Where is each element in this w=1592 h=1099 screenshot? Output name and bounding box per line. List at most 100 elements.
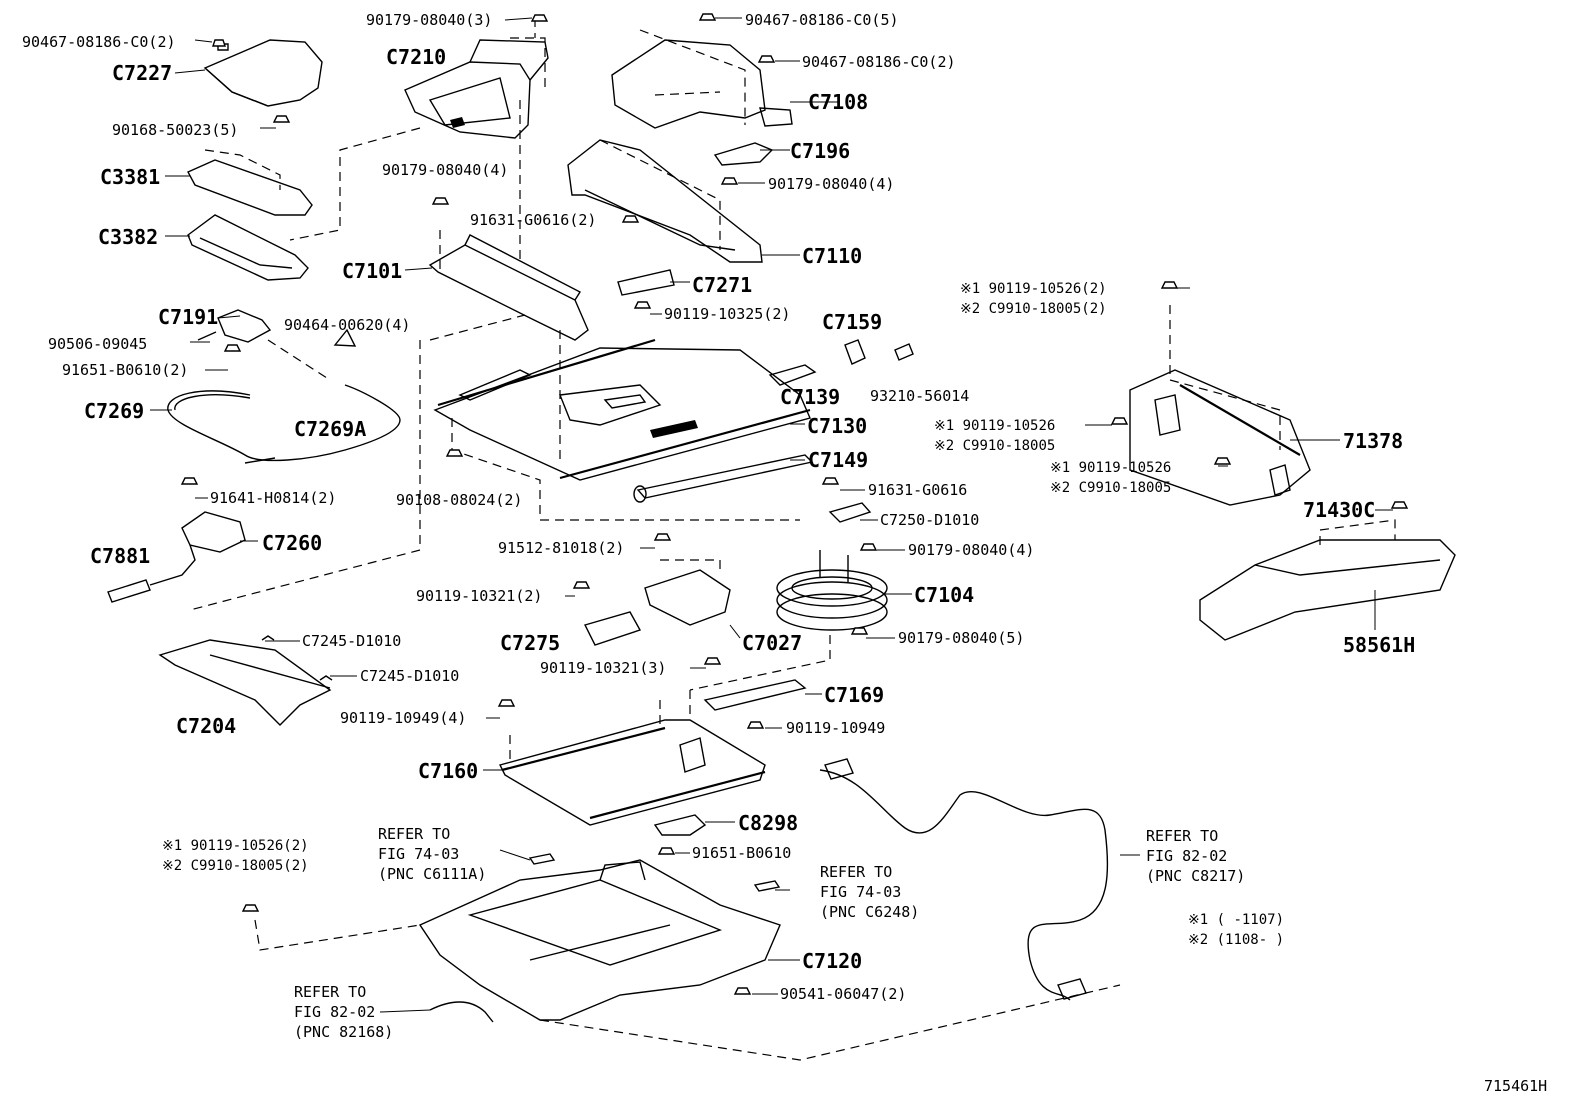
label-90506-09045: 90506-09045: [48, 335, 148, 353]
label-c7160: C7160: [418, 759, 479, 783]
label-c7027: C7027: [742, 631, 803, 655]
part-c7204: [158, 635, 333, 726]
label-c7227: C7227: [112, 61, 173, 85]
label-c7196: C7196: [790, 139, 851, 163]
label-line: (PNC C6248): [820, 903, 920, 921]
refer-to-fig-82-02-c8217[interactable]: REFER TO FIG 82-02 (PNC C8217): [1146, 826, 1245, 886]
label-90179-08040: 90179-08040(4): [382, 161, 509, 179]
part-82168-harness: [429, 1001, 494, 1023]
part-c3381: [187, 149, 313, 216]
part-c3382: [187, 214, 309, 281]
part-c7160: [498, 719, 766, 826]
part-c7227: [203, 39, 323, 107]
footnote-date-ranges: ※1 ( -1107) ※2 (1108- ): [1188, 910, 1284, 950]
label-c7245-d1010: C7245-D1010: [360, 667, 460, 685]
label-90464-00620: 90464-00620(4): [284, 316, 411, 334]
part-c8217-harness: [819, 758, 1109, 1001]
label-91631-g0616: 91631-G0616: [868, 481, 968, 499]
label-91631-g0616: 91631-G0616(2): [470, 211, 597, 229]
label-c7120: C7120: [802, 949, 863, 973]
part-c7269: [167, 384, 401, 464]
label-line: FIG 82-02: [294, 1003, 376, 1021]
label-90179-08040: 90179-08040(4): [768, 175, 895, 193]
part-c7169: [703, 679, 807, 711]
label-line: ※2 C9910-18005(2): [162, 858, 309, 874]
part-c7159: [844, 339, 866, 365]
label-c7260: C7260: [262, 531, 323, 555]
label-90119-10321: 90119-10321(3): [540, 659, 667, 677]
label-90179-08040: 90179-08040(4): [908, 541, 1035, 559]
label-90119-10949: 90119-10949: [786, 719, 886, 737]
label-c7204: C7204: [176, 714, 237, 738]
label-90119-10949: 90119-10949(4): [340, 709, 467, 727]
label-93210-56014: 93210-56014: [870, 387, 970, 405]
label-line: ※1 ( -1107): [1188, 912, 1285, 928]
label-line: ※1 90119-10526(2): [162, 838, 309, 854]
part-71378: [1129, 369, 1311, 506]
part-c7139: [768, 364, 817, 386]
label-90179-08040: 90179-08040(3): [366, 11, 493, 29]
label-line: FIG 74-03: [378, 845, 460, 863]
label-line: REFER TO: [294, 983, 367, 1001]
label-line: REFER TO: [1146, 827, 1219, 845]
label-line: (PNC C8217): [1146, 867, 1246, 885]
label-line: ※2 C9910-18005: [934, 438, 1056, 454]
label-line: REFER TO: [378, 825, 451, 843]
label-line: ※1 90119-10526(2): [960, 281, 1107, 297]
label-90467-08186-c0: 90467-08186-C0(5): [745, 11, 899, 29]
label-alt-bolt-lower-right: ※1 90119-10526 ※2 C9910-18005: [1050, 458, 1171, 498]
label-c7210: C7210: [386, 45, 447, 69]
fastener-bolts: [180, 13, 1409, 995]
label-line: (PNC 82168): [294, 1023, 394, 1041]
label-c7169: C7169: [824, 683, 885, 707]
figure-id: 715461H: [1484, 1077, 1548, 1095]
label-90119-10321: 90119-10321(2): [416, 587, 543, 605]
part-c7130: [433, 338, 811, 481]
label-c7110: C7110: [802, 244, 863, 268]
label-line: ※2 C9910-18005(2): [960, 301, 1107, 317]
part-c7260: [107, 511, 246, 603]
label-c7191: C7191: [158, 305, 219, 329]
refer-to-fig-82-02-82168[interactable]: REFER TO FIG 82-02 (PNC 82168): [294, 982, 393, 1042]
label-c7130: C7130: [807, 414, 868, 438]
part-c7120: [418, 853, 781, 1021]
part-c7101: [428, 230, 589, 341]
label-c7275: C7275: [500, 631, 561, 655]
label-90108-08024: 90108-08024(2): [396, 491, 523, 509]
part-c7108: [611, 29, 793, 129]
refer-to-fig-74-03-c6111a[interactable]: REFER TO FIG 74-03 (PNC C6111A): [378, 824, 486, 884]
label-90168-50023: 90168-50023(5): [112, 121, 239, 139]
label-c7250-d1010: C7250-D1010: [880, 511, 980, 529]
label-line: FIG 74-03: [820, 883, 902, 901]
part-c8298: [653, 814, 707, 836]
label-line: REFER TO: [820, 863, 893, 881]
label-91651-b0610: 91651-B0610(2): [62, 361, 189, 379]
label-90467-08186-c0: 90467-08186-C0(2): [802, 53, 956, 71]
part-c7191: [197, 309, 272, 343]
part-93210-56014: [894, 343, 914, 361]
refer-to-fig-74-03-c6248[interactable]: REFER TO FIG 74-03 (PNC C6248): [820, 862, 919, 922]
part-c7271: [617, 269, 675, 296]
label-line: FIG 82-02: [1146, 847, 1228, 865]
label-alt-bolt-mid-right: ※1 90119-10526 ※2 C9910-18005: [934, 416, 1055, 456]
label-c7101: C7101: [342, 259, 403, 283]
label-c7159: C7159: [822, 310, 883, 334]
label-line: ※1 90119-10526: [1050, 460, 1172, 476]
label-91641-h0814: 91641-H0814(2): [210, 489, 337, 507]
label-90179-08040: 90179-08040(5): [898, 629, 1025, 647]
label-90541-06047: 90541-06047(2): [780, 985, 907, 1003]
label-90467-08186-c0: 90467-08186-C0(2): [22, 33, 176, 51]
label-c7139: C7139: [780, 385, 841, 409]
label-c7271: C7271: [692, 273, 753, 297]
part-c7210: [404, 39, 549, 139]
label-90119-10325: 90119-10325(2): [664, 305, 791, 323]
label-91651-b0610: 91651-B0610: [692, 844, 792, 862]
part-c7110: [567, 139, 763, 263]
part-90464-00620: [333, 328, 357, 347]
label-71430c: 71430C: [1303, 498, 1376, 522]
label-c8298: C8298: [738, 811, 799, 835]
part-c7275: [583, 611, 642, 646]
label-line: ※2 C9910-18005: [1050, 480, 1172, 496]
